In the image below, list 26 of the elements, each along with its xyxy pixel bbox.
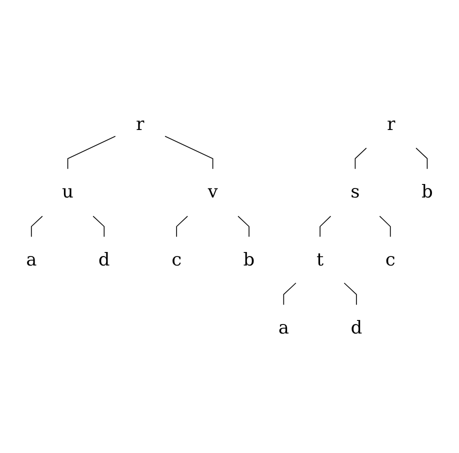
node-text: d <box>98 250 110 270</box>
node-text: s <box>350 182 360 202</box>
node-text: t <box>316 250 324 270</box>
node-text: c <box>172 250 182 270</box>
connector <box>379 216 391 238</box>
node-text: r <box>136 114 144 135</box>
connector <box>416 148 428 170</box>
connector <box>238 216 250 238</box>
connector <box>354 148 367 170</box>
connector <box>92 216 105 238</box>
connector <box>176 216 188 238</box>
node-text: c <box>385 250 396 270</box>
node-text: u <box>62 182 74 202</box>
connector <box>164 136 214 170</box>
node-text: b <box>422 182 433 202</box>
connector <box>344 282 357 306</box>
connector <box>30 216 43 238</box>
connector <box>283 282 296 306</box>
connector <box>320 216 332 238</box>
node-text: a <box>26 250 37 270</box>
node-text: b <box>243 250 255 270</box>
connector <box>67 136 116 170</box>
node-text: r <box>386 114 396 135</box>
node-text: a <box>278 318 289 338</box>
node-text: d <box>350 318 362 338</box>
node-text: v <box>208 182 218 202</box>
